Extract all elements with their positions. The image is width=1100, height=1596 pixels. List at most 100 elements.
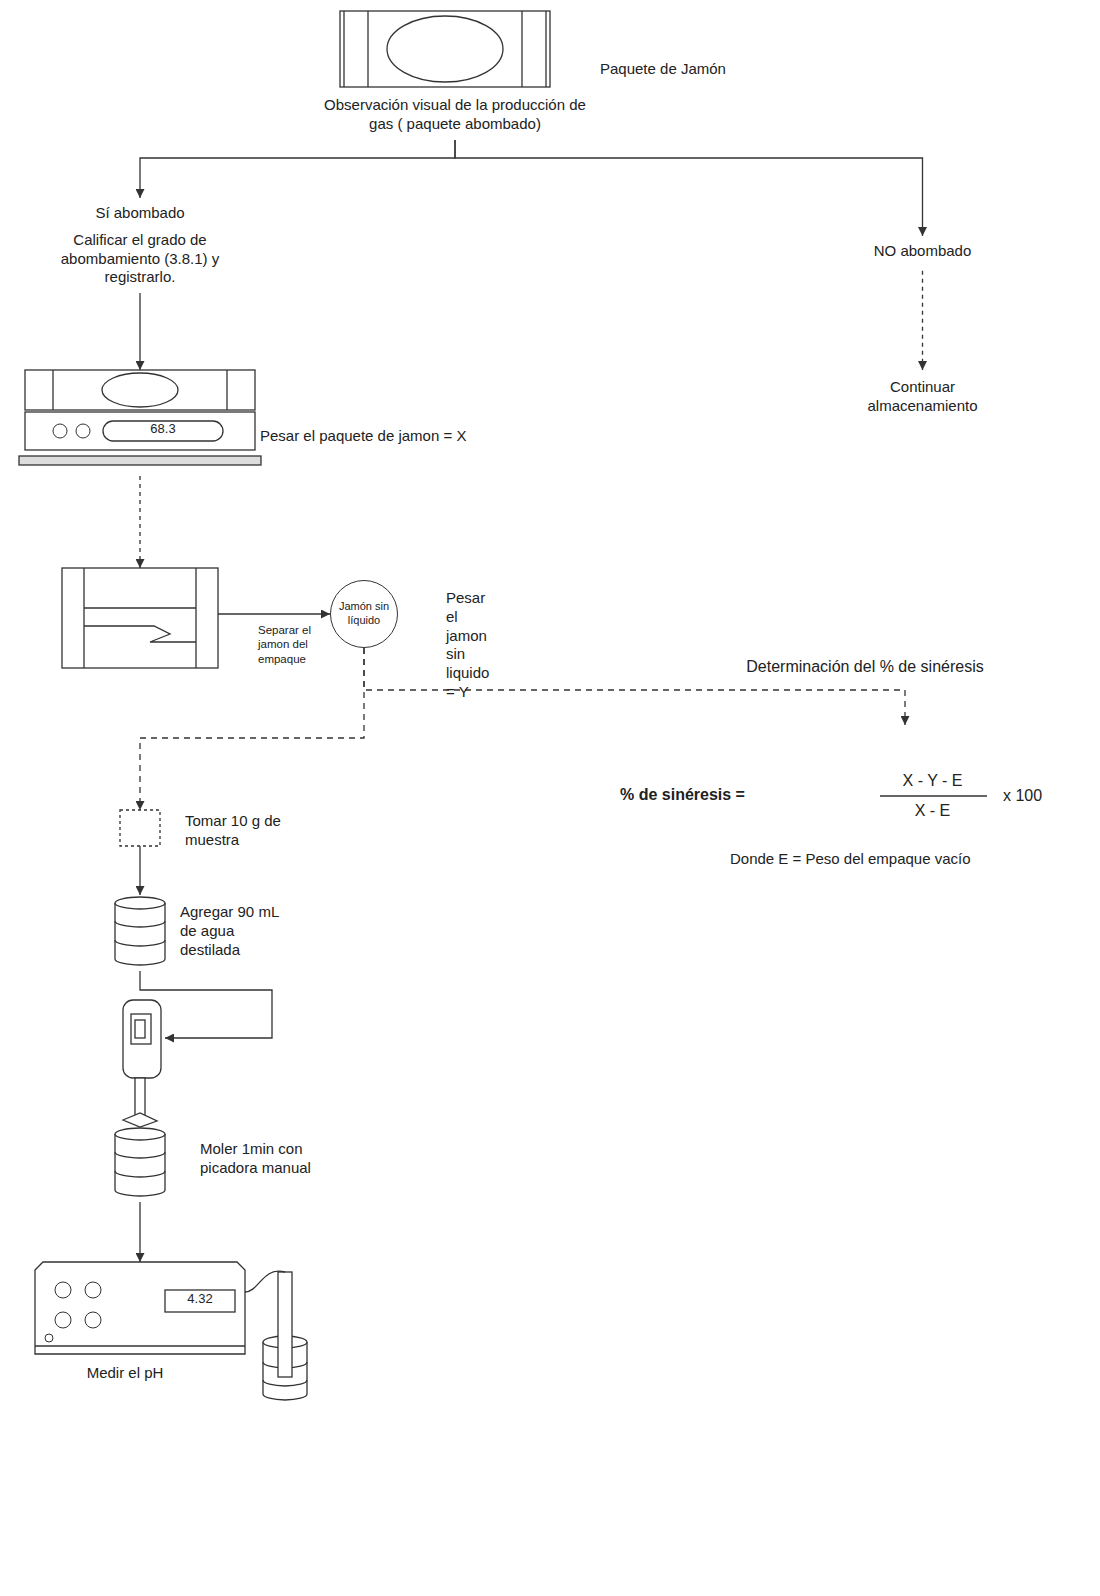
flow-connector [364,648,905,725]
sample-step-illustration [120,810,160,846]
text-slot: Sí abombado [44,204,236,223]
separate-step: Separar el jamon del empaque [62,568,218,668]
text-slot: Pesar el paquete de jamon = X [260,427,620,446]
text-slot: Separar el jamon del empaque [258,623,324,666]
stroke-path [35,1262,245,1354]
text-slot: NO abombado [854,242,991,261]
flow-connector [139,476,140,568]
step-label: Paquete de Jamón [600,60,800,79]
separate-step-illustration [62,568,218,668]
outline [165,1290,235,1312]
text-slot: Jamón sin líquido [331,581,397,647]
stroke-path [115,1152,165,1158]
formula-block-illustration [615,725,1075,875]
outline [25,412,255,450]
meter-knob [55,1312,71,1328]
flow-connector [140,140,455,198]
text-slot: Moler 1min con picadora manual [200,1140,315,1178]
ellipse [263,1336,307,1348]
meter-knob [55,1282,71,1298]
stroke [226,370,227,410]
outline [278,1272,292,1377]
step-note: X - Y - E [870,771,995,791]
decision-branch: Sí abombadoCalificar el grado de abombam… [40,198,240,293]
step-label: Agregar 90 mL de agua destilada [180,903,295,959]
flow-connector [139,846,140,895]
connector-label: Determinación del % de sinéresis [735,657,995,677]
display-reading: 4.32 [165,1291,235,1307]
step-label: Jamón sin líquido [338,600,390,628]
outline [25,370,255,410]
text-slot: Paquete de Jamón [600,60,800,79]
step-note: x 100 [1003,786,1073,806]
water-step-illustration [115,895,165,967]
flow-connector [922,271,923,370]
step-label: Sí abombado [44,204,236,223]
stroke [343,11,344,87]
text-slot: Agregar 90 mL de agua destilada [180,903,295,959]
formula-block: % de sinéresis = X - Y - E X - E x 100Donde… [615,725,1075,875]
text-slot: Tomar 10 g de muestra [185,812,305,850]
decision-branch: NO abombado [850,236,995,267]
stroke-path [123,1113,157,1127]
meter-knob [85,1282,101,1298]
text-slot: x 100 [1003,786,1073,806]
stroke-path [115,921,165,927]
text-slot: Observación visual de la producción de g… [310,96,600,134]
scale-button [76,424,90,438]
flow-connector [218,613,330,614]
weigh-step-illustration [25,370,255,470]
text-slot: X - E [870,801,995,821]
meter-knob [85,1312,101,1328]
stroke-path [84,607,196,608]
outline [103,421,223,441]
stroke [195,568,196,668]
sample-step: Tomar 10 g de muestra [120,810,160,846]
stroke-path [115,1171,165,1177]
stroke-path [84,626,196,642]
step-label: Separar el jamon del empaque [258,623,324,666]
step-label: % de sinéresis = [620,785,790,805]
text-slot: % de sinéresis = [620,785,790,805]
stroke [35,1345,245,1346]
display-reading: 68.3 [103,421,223,437]
step-label: Continuar almacenamiento [839,378,1006,416]
step-note: Calificar el grado de abombamiento (3.8.… [44,231,236,287]
step-note: Observación visual de la producción de g… [310,96,600,134]
grind-step: Moler 1min con picadora manual [115,1000,165,1198]
stroke-path [263,1342,307,1400]
flow-connector [140,971,272,1038]
flow-connector [139,293,140,370]
scale-button [53,424,67,438]
ph-step: Medir el pH [35,1262,310,1402]
step-label: Medir el pH [75,1364,175,1383]
stroke [521,11,522,87]
step-label: Pesar el paquete de jamon = X [260,427,620,446]
ph-step-illustration [35,1262,310,1402]
package-step: Paquete de JamónObservación visual de la… [280,10,630,140]
outline [340,11,550,87]
step-label: NO abombado [854,242,991,261]
text-slot: Continuar almacenamiento [839,378,1006,416]
stroke-path [115,903,165,965]
outline [120,810,160,846]
grind-step-illustration [115,1000,165,1198]
text-slot: Pesar el jamon sin liquido = Y [446,589,746,702]
step-label: Tomar 10 g de muestra [185,812,305,850]
ellipse [387,16,503,82]
outline [135,1020,145,1038]
step-note: Pesar el jamon sin liquido = Y [446,589,498,702]
text-slot: Calificar el grado de abombamiento (3.8.… [44,231,236,287]
sample-circle: Jamón sin líquidoPesar el jamon sin liqu… [330,580,398,648]
ellipse [115,1128,165,1140]
stroke [52,370,53,410]
step-note: Donde E = Peso del empaque vacío [730,850,1070,869]
stroke [83,568,84,668]
water-step: Agregar 90 mL de agua destilada [115,895,165,967]
flow-connector [139,1202,140,1262]
package-step-illustration [280,10,630,140]
step-label: Moler 1min con picadora manual [200,1140,315,1178]
